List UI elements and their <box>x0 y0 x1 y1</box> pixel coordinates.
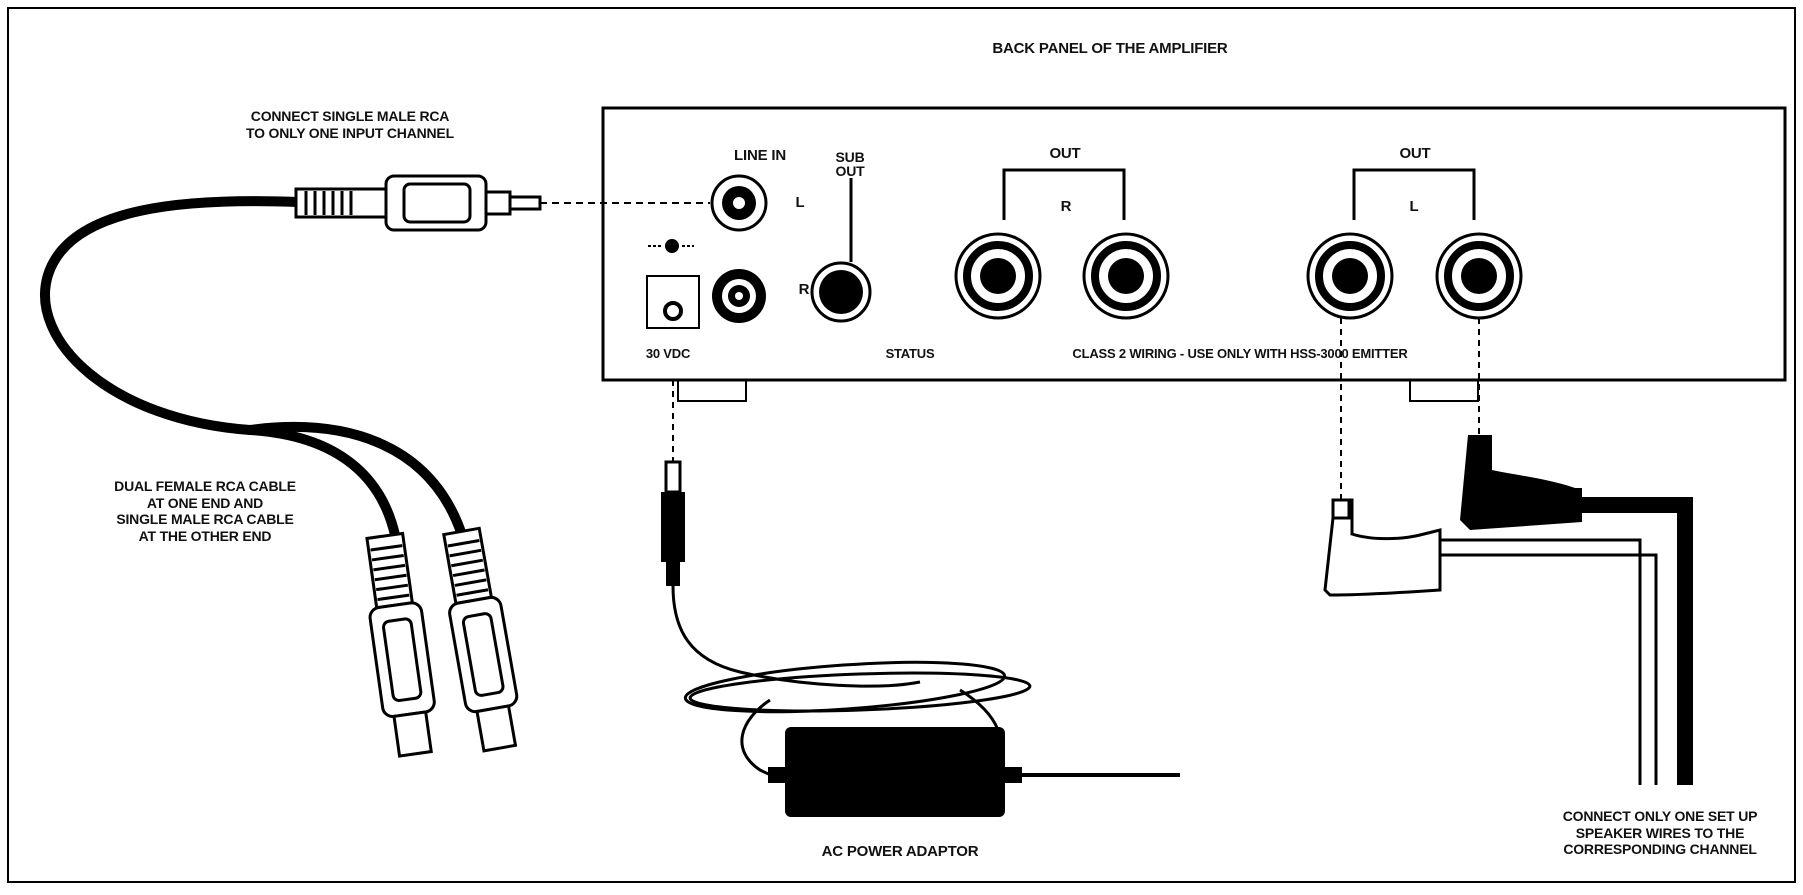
ac-adaptor-icon <box>768 727 1180 817</box>
female-rca-plug-left <box>365 531 436 758</box>
diagram-title: BACK PANEL OF THE AMPLIFIER <box>992 40 1228 57</box>
male-rca-plug <box>294 174 542 232</box>
rca-connect-line-2: TO ONLY ONE INPUT CHANNEL <box>246 124 454 141</box>
class2-wiring-label: CLASS 2 WIRING - USE ONLY WITH HSS-3000 … <box>1072 346 1408 361</box>
line-in-label: LINE IN <box>734 147 786 164</box>
sub-out-label: SUB OUT <box>820 150 880 178</box>
diagram-frame <box>7 7 1796 883</box>
speaker-wire-black <box>1460 435 1693 785</box>
rca-cable-note: DUAL FEMALE RCA CABLE AT ONE END AND SIN… <box>70 478 340 544</box>
out-left-group-label: OUT <box>1399 145 1431 162</box>
speaker-wire-white <box>1323 498 1658 785</box>
speaker-wires-line-3: CORRESPONDING CHANNEL <box>1563 841 1757 858</box>
sub-out-jack <box>810 261 872 323</box>
rca-y-cable <box>40 196 467 540</box>
speaker-wires-line-1: CONNECT ONLY ONE SET UP <box>1562 808 1758 824</box>
status-led-icon <box>648 239 694 253</box>
ac-adaptor-label: AC POWER ADAPTOR <box>821 843 979 860</box>
out-right-channel-label: R <box>1060 198 1072 215</box>
amplifier-foot-right <box>1409 379 1479 402</box>
rca-cable-line-1: DUAL FEMALE RCA CABLE <box>114 478 296 494</box>
dc-power-plug <box>661 460 685 586</box>
out-left-channel-label: L <box>1409 198 1419 215</box>
speaker-wires-note: CONNECT ONLY ONE SET UP SPEAKER WIRES TO… <box>1530 808 1790 858</box>
line-in-right-label: R <box>798 281 810 298</box>
line-in-right-jack <box>712 269 766 323</box>
out-right-jack-2 <box>1082 232 1170 320</box>
rca-connect-note: CONNECT SINGLE MALE RCA TO ONLY ONE INPU… <box>220 108 480 141</box>
out-left-bracket <box>1352 168 1476 220</box>
out-left-jack-1 <box>1306 232 1394 320</box>
rca-cable-line-4: AT THE OTHER END <box>138 527 272 544</box>
amplifier-foot-left <box>677 379 747 402</box>
rca-cable-line-3: SINGLE MALE RCA CABLE <box>116 511 294 528</box>
out-right-bracket <box>1002 168 1126 220</box>
amplifier-back-panel <box>601 106 1787 382</box>
dc-power-jack <box>646 275 700 329</box>
out-right-group-label: OUT <box>1049 145 1081 162</box>
line-in-left-jack <box>710 174 768 232</box>
speaker-wires-line-2: SPEAKER WIRES TO THE <box>1575 824 1745 841</box>
rca-cable-line-2: AT ONE END AND <box>146 494 264 511</box>
rca-connect-line-1: CONNECT SINGLE MALE RCA <box>250 108 450 124</box>
sub-out-line-1: SUB <box>835 149 865 165</box>
line-in-left-label: L <box>795 194 805 211</box>
sub-out-line-2: OUT <box>835 163 865 179</box>
status-label: STATUS <box>885 346 935 361</box>
power-label: 30 VDC <box>645 346 691 361</box>
female-rca-plug-right <box>442 526 519 753</box>
out-left-jack-2 <box>1435 232 1523 320</box>
out-right-jack-1 <box>954 232 1042 320</box>
